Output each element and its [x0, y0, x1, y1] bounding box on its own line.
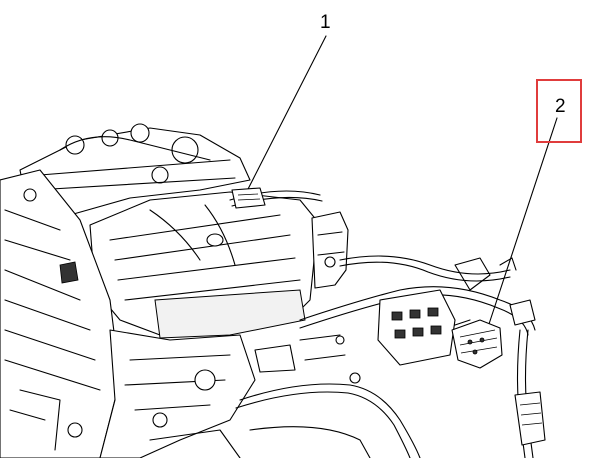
leader-line-1: [244, 35, 327, 196]
intake-manifold: [89, 191, 319, 339]
right-connectors: [499, 257, 546, 446]
callout-leader-lines: [244, 35, 558, 325]
leader-line-2: [488, 117, 558, 325]
callout-label-2: 2: [555, 96, 566, 117]
engine-top: [19, 123, 251, 221]
engine-lower: [99, 329, 256, 459]
sensor-1: [231, 187, 266, 209]
harness-connector-2: [451, 319, 503, 369]
throttle-body: [311, 211, 349, 289]
engine-block-left: [0, 169, 121, 459]
callout-2-highlight-box: [536, 79, 582, 143]
misc-details: [149, 334, 361, 459]
callout-label-1: 1: [320, 12, 331, 33]
connector-cluster: [377, 257, 491, 366]
